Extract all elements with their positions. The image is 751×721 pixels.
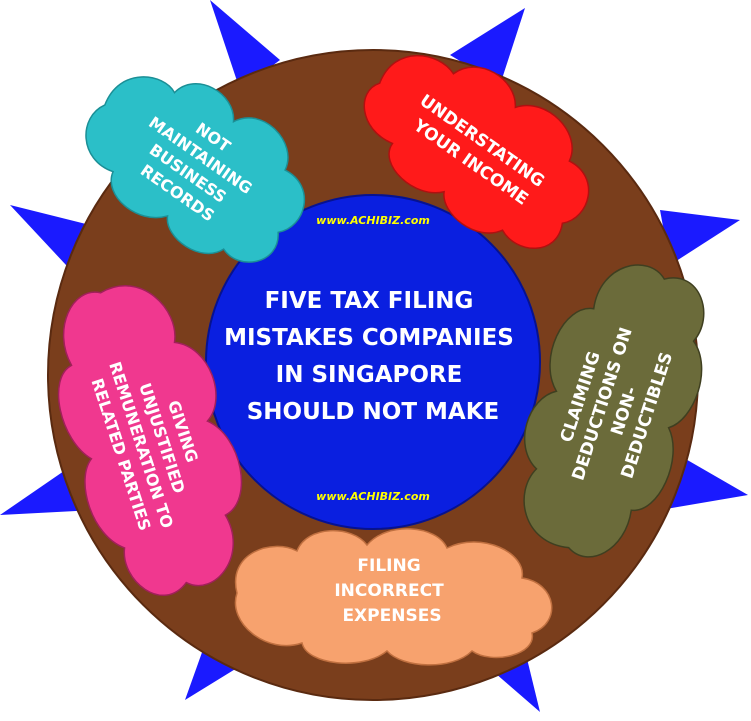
center-title: FIVE TAX FILING MISTAKES COMPANIES IN SI…	[224, 288, 522, 425]
cloud-not-maintaining-records: NOT MAINTAINING BUSINESS RECORDS	[85, 76, 306, 263]
spike-top-left	[210, 0, 280, 90]
cloud-filing-incorrect-expenses: FILING INCORRECT EXPENSES	[234, 528, 553, 666]
cloud-giving-remuneration: GIVING UNJUSTIFIED REMUNERATION TO RELAT…	[57, 285, 243, 596]
spike-bottom-left	[185, 630, 250, 700]
cloud-filing-incorrect-expenses-text: FILING INCORRECT EXPENSES	[334, 556, 449, 626]
cloud-understating-income: UNDERSTATING YOUR INCOME	[363, 54, 590, 250]
website-bottom: www.ACHIBIZ.com	[316, 490, 430, 503]
website-top: www.ACHIBIZ.com	[316, 214, 430, 227]
cloud-claiming-deductions: CLAIMING DEDUCTIONS ON NON- DEDUCTIBLES	[523, 264, 705, 558]
spike-right-top	[660, 210, 740, 265]
